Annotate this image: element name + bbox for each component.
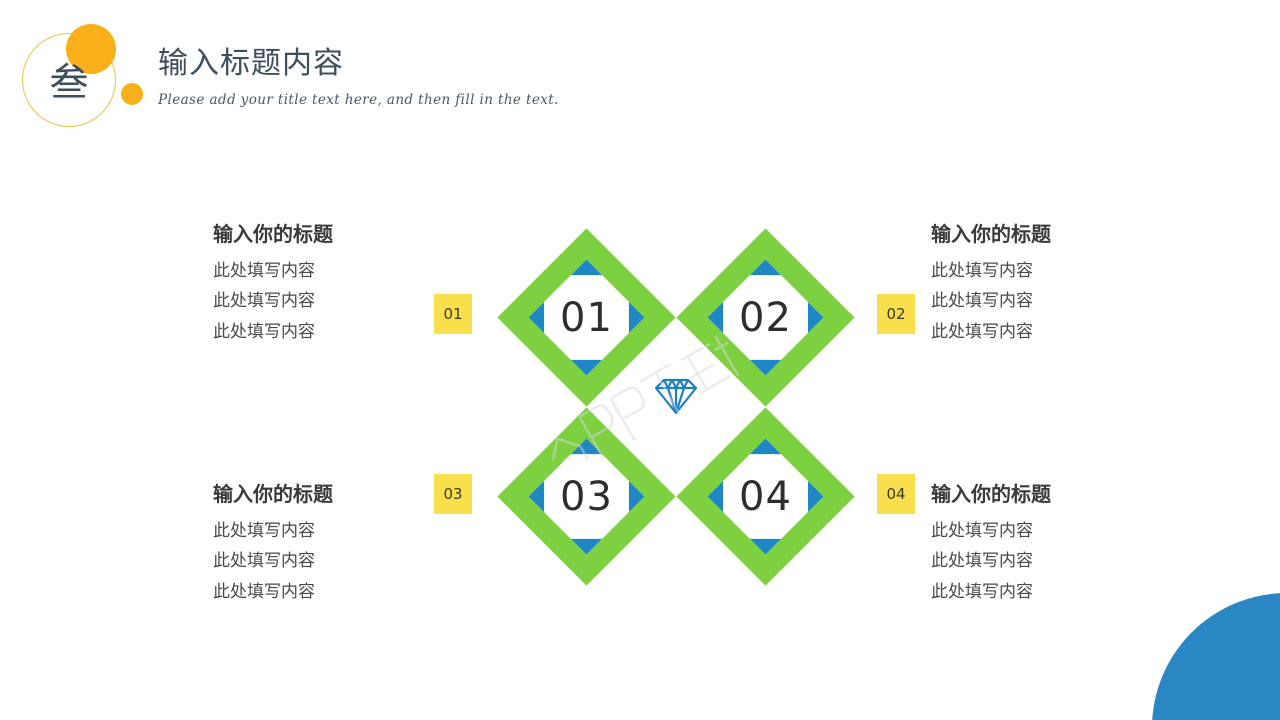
block-lines: 此处填写内容 此处填写内容 此处填写内容 bbox=[931, 256, 1231, 347]
content-block-02: 输入你的标题 此处填写内容 此处填写内容 此处填写内容 bbox=[931, 222, 1231, 347]
diamond-shape-02[interactable]: 02 bbox=[676, 228, 855, 407]
diamond-label: 02 bbox=[739, 295, 792, 341]
diamond-label: 03 bbox=[560, 474, 613, 520]
block-line: 此处填写内容 bbox=[931, 521, 1033, 541]
block-title: 输入你的标题 bbox=[931, 482, 1051, 506]
orange-circle-small bbox=[121, 83, 143, 105]
badge-03[interactable]: 03 bbox=[434, 474, 472, 514]
header-text-group: 输入标题内容 Please add your title text here, … bbox=[158, 44, 559, 108]
diamond-label: 04 bbox=[739, 474, 792, 520]
block-line: 此处填写内容 bbox=[213, 521, 315, 541]
diamond-cluster-graphic: 01 02 bbox=[497, 228, 855, 586]
badge-02[interactable]: 02 bbox=[877, 294, 915, 334]
block-line: 此处填写内容 bbox=[213, 291, 315, 312]
diamond-shape-03[interactable]: 03 bbox=[497, 407, 676, 586]
block-line: 此处填写内容 bbox=[213, 261, 315, 281]
decorative-blue-circle bbox=[1152, 593, 1280, 720]
section-number: 叁 bbox=[49, 61, 89, 106]
diamond-label: 01 bbox=[560, 295, 613, 341]
diamond-gem-icon bbox=[652, 376, 700, 424]
block-line: 此处填写内容 bbox=[213, 551, 315, 572]
block-title: 输入你的标题 bbox=[213, 222, 333, 246]
block-line: 此处填写内容 bbox=[213, 581, 315, 602]
section-badge-decoration: 叁 bbox=[18, 20, 158, 130]
block-line: 此处填写内容 bbox=[931, 581, 1033, 602]
block-lines: 此处填写内容 此处填写内容 此处填写内容 bbox=[931, 516, 1231, 607]
block-lines: 此处填写内容 此处填写内容 此处填写内容 bbox=[213, 516, 513, 607]
content-block-03: 输入你的标题 此处填写内容 此处填写内容 此处填写内容 bbox=[213, 482, 513, 607]
block-line: 此处填写内容 bbox=[931, 551, 1033, 572]
block-line: 此处填写内容 bbox=[931, 261, 1033, 281]
block-line: 此处填写内容 bbox=[931, 291, 1033, 312]
diamond-01-icon bbox=[497, 228, 676, 407]
badge-01[interactable]: 01 bbox=[434, 294, 472, 334]
diamond-shape-04[interactable]: 04 bbox=[676, 407, 855, 586]
content-block-01: 输入你的标题 此处填写内容 此处填写内容 此处填写内容 bbox=[213, 222, 513, 347]
page-title: 输入标题内容 bbox=[158, 46, 344, 81]
page-subtitle: Please add your title text here, and the… bbox=[158, 92, 559, 108]
diamond-04-icon bbox=[676, 407, 855, 586]
block-title: 输入你的标题 bbox=[931, 222, 1051, 246]
badge-04[interactable]: 04 bbox=[877, 474, 915, 514]
section-ring-outline bbox=[22, 33, 116, 127]
diamond-shape-01[interactable]: 01 bbox=[497, 228, 676, 407]
block-title: 输入你的标题 bbox=[213, 482, 333, 506]
block-lines: 此处填写内容 此处填写内容 此处填写内容 bbox=[213, 256, 513, 347]
orange-circle-large bbox=[66, 24, 116, 74]
content-block-04: 输入你的标题 此处填写内容 此处填写内容 此处填写内容 bbox=[931, 482, 1231, 607]
block-line: 此处填写内容 bbox=[213, 321, 315, 342]
block-line: 此处填写内容 bbox=[931, 321, 1033, 342]
